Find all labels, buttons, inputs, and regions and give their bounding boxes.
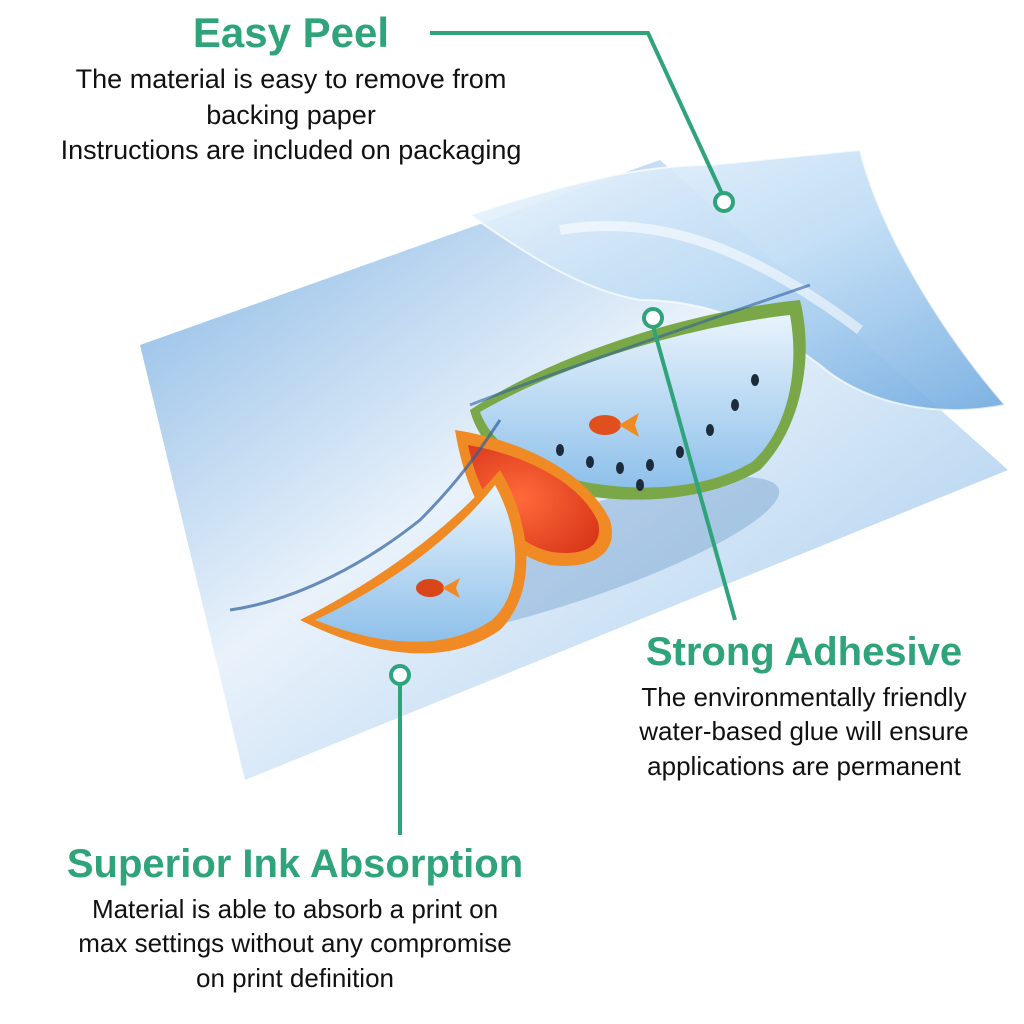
orange-water [315, 485, 516, 642]
callout-strong-adhesive: Strong Adhesive The environmentally frie… [584, 630, 1024, 783]
peel-film-corner [467, 148, 1007, 411]
easy-peel-leader [430, 31, 726, 199]
easy-peel-dot [713, 191, 735, 213]
strong-adhesive-leader [651, 325, 737, 621]
callout-line: water-based glue will ensure [639, 716, 969, 747]
callout-line: Instructions are included on packaging [60, 135, 522, 166]
callout-title: Easy Peel [192, 9, 390, 56]
watermelon-water [480, 315, 794, 488]
callout-superior-ink-absorption: Superior Ink Absorption Material is able… [0, 842, 590, 995]
water-splash-2 [469, 283, 811, 407]
callout-line: The environmentally friendly [641, 682, 967, 712]
superior-ink-dot [389, 664, 411, 686]
callout-line: Material is able to absorb a print on [91, 894, 499, 924]
leader-lines [389, 31, 737, 835]
strong-adhesive-dot [642, 307, 664, 329]
callout-line: max settings without any compromise [78, 928, 512, 959]
callout-line: backing paper [206, 99, 376, 130]
goldfish-icon [589, 413, 639, 437]
callout-title: Strong Adhesive [645, 630, 963, 674]
callout-line: on print definition [195, 962, 395, 993]
water-splash [229, 419, 502, 612]
peel-highlight [559, 220, 863, 335]
callout-easy-peel: Easy Peel The material is easy to remove… [0, 9, 582, 169]
callout-line: applications are permanent [647, 750, 961, 781]
goldfish-icon-2 [416, 578, 460, 598]
callout-line: The material is easy to remove from [75, 64, 507, 95]
callout-title: Superior Ink Absorption [66, 842, 524, 886]
